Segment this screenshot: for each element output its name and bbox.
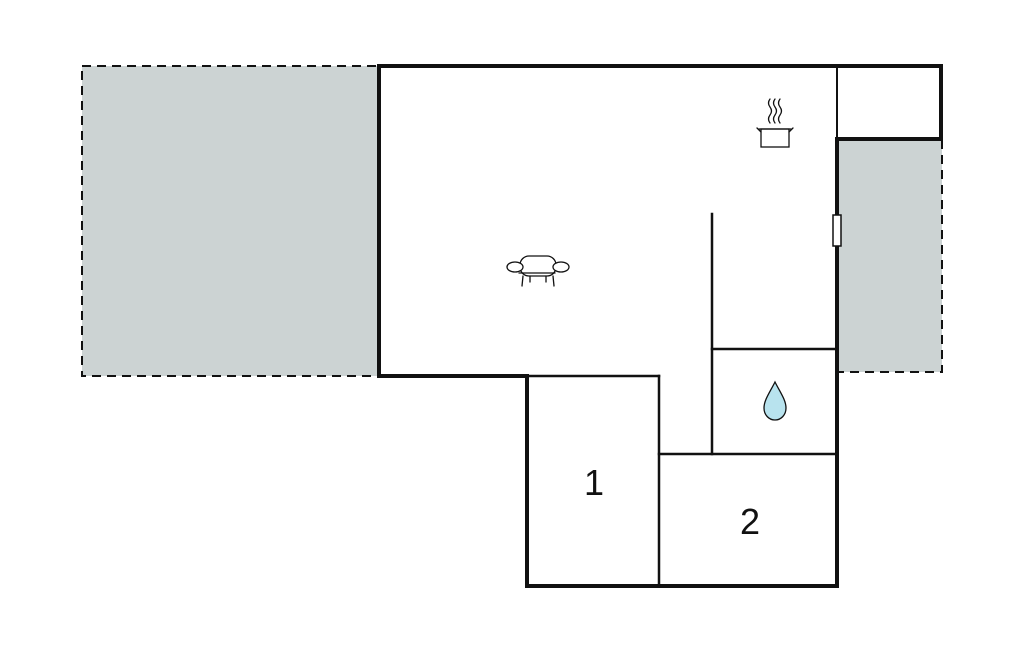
terrace-left bbox=[81, 65, 380, 377]
house-outer-wall bbox=[377, 64, 943, 588]
room-number-1: 1 bbox=[584, 462, 604, 503]
window bbox=[832, 214, 842, 247]
water-drop-icon bbox=[763, 380, 787, 421]
armchair-icon bbox=[506, 255, 570, 287]
cooking-pot-icon bbox=[756, 98, 794, 148]
interior-walls bbox=[525, 65, 839, 588]
terrace-right bbox=[836, 139, 943, 373]
room-number-2: 2 bbox=[740, 501, 760, 542]
